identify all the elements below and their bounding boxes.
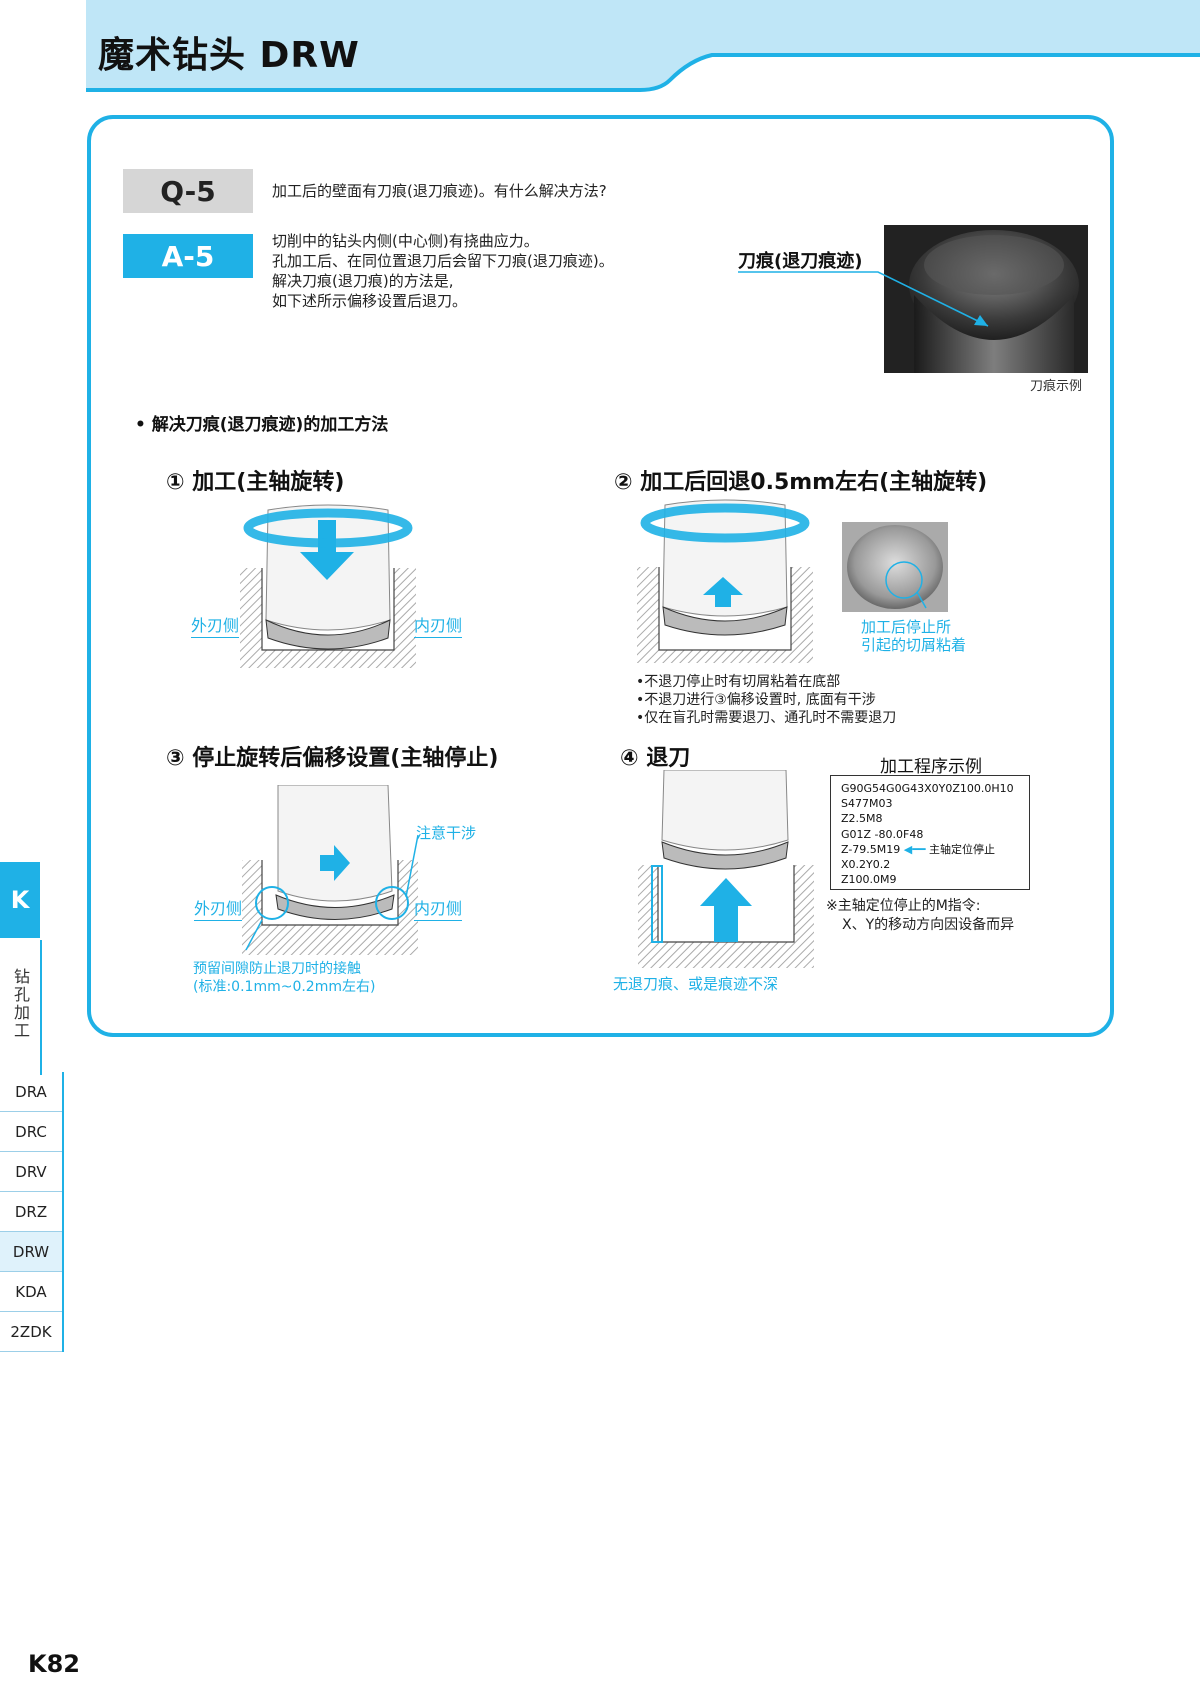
step-3-diagram (242, 785, 419, 955)
tool-mark-label: 刀痕(退刀痕迹) (738, 251, 863, 272)
program-note-line: ※主轴定位停止的M指令: (826, 898, 981, 914)
content-frame (87, 115, 1114, 1037)
step-3-outer-edge: 外刃侧 (194, 895, 243, 921)
answer-line: 如下述所示偏移设置后退刀。 (272, 292, 468, 310)
nav-item-dra[interactable]: DRA (0, 1072, 62, 1112)
program-line: Z-79.5M19 ◀━━ 主轴定位停止 (841, 842, 995, 856)
arrow-left-icon: ◀━━ (900, 842, 929, 856)
header-band (86, 0, 1200, 92)
nav-item-kda[interactable]: KDA (0, 1272, 62, 1312)
step-1-title: ① 加工(主轴旋转) (166, 470, 345, 495)
step-1-diagram (240, 504, 416, 668)
nav-item-drv[interactable]: DRV (0, 1152, 62, 1192)
answer-line: 解决刀痕(退刀痕)的方法是, (272, 272, 454, 290)
tool-mark-photo (884, 225, 1088, 373)
step-3-inner-edge: 内刃侧 (414, 895, 463, 921)
program-note-line: X、Y的移动方向因设备而异 (842, 917, 1015, 933)
step-1-inner-edge: 内刃侧 (414, 612, 463, 638)
clearance-note-1: 预留间隙防止退刀时的接触 (193, 961, 361, 977)
category-tab (0, 940, 42, 1075)
section-tab-k[interactable]: K (0, 862, 40, 938)
chip-caption-2: 引起的切屑粘着 (861, 636, 967, 654)
product-nav: DRA DRC DRV DRZ DRW KDA 2ZDK (0, 1072, 64, 1352)
program-callout: 主轴定位停止 (929, 842, 995, 856)
caution-label: 注意干涉 (416, 824, 477, 842)
answer-line: 切削中的钻头内侧(中心侧)有挠曲应力。 (272, 232, 539, 250)
answer-label: A-5 (123, 234, 253, 278)
step-2-diagram (637, 499, 813, 663)
program-listing: G90G54G0G43X0Y0Z100.0H10 S477M03 Z2.5M8 … (830, 775, 1030, 890)
step-3-title: ③ 停止旋转后偏移设置(主轴停止) (166, 746, 499, 771)
program-line: S477M03 (841, 797, 893, 811)
answer-line: 孔加工后、在同位置退刀后会留下刀痕(退刀痕迹)。 (272, 252, 614, 270)
program-line: Z2.5M8 (841, 812, 883, 826)
section-heading: • 解决刀痕(退刀痕迹)的加工方法 (135, 415, 389, 435)
step-2-notes: •不退刀停止时有切屑粘着在底部 •不退刀进行③偏移设置时, 底面有干涉 •仅在盲… (636, 673, 896, 727)
program-line: Z100.0M9 (841, 873, 897, 887)
chip-caption-1: 加工后停止所 (861, 618, 952, 636)
step-4-result: 无退刀痕、或是痕迹不深 (613, 975, 779, 993)
program-title: 加工程序示例 (880, 757, 982, 777)
answer-text: 切削中的钻头内侧(中心侧)有挠曲应力。 孔加工后、在同位置退刀后会留下刀痕(退刀… (272, 231, 614, 311)
page-title: 魔术钻头 DRW (98, 35, 360, 76)
note-line: •仅在盲孔时需要退刀、通孔时不需要退刀 (636, 710, 897, 726)
nav-item-drc[interactable]: DRC (0, 1112, 62, 1152)
question-text: 加工后的壁面有刀痕(退刀痕迹)。有什么解决方法? (272, 182, 607, 200)
nav-item-drw[interactable]: DRW (0, 1232, 62, 1272)
nav-item-drz[interactable]: DRZ (0, 1192, 62, 1232)
step-4-title: ④ 退刀 (620, 746, 691, 771)
page-number: K82 (28, 1650, 80, 1678)
program-note: ※主轴定位停止的M指令: X、Y的移动方向因设备而异 (826, 897, 1014, 935)
note-line: •不退刀停止时有切屑粘着在底部 (636, 674, 841, 690)
chip-adhesion-photo (842, 522, 948, 612)
program-line: G90G54G0G43X0Y0Z100.0H10 (841, 782, 1014, 795)
step-2-title: ② 加工后回退0.5mm左右(主轴旋转) (614, 470, 988, 495)
step-4-diagram (638, 770, 814, 968)
tool-mark-pointer (738, 271, 989, 327)
photo-caption: 刀痕示例 (1030, 379, 1083, 394)
clearance-note-2: (标准:0.1mm~0.2mm左右) (193, 979, 376, 995)
program-line: X0.2Y0.2 (841, 858, 891, 872)
question-label: Q-5 (123, 169, 253, 213)
nav-item-2zdk[interactable]: 2ZDK (0, 1312, 62, 1352)
step-1-outer-edge: 外刃侧 (191, 612, 240, 638)
category-label: 钻孔加工 (14, 967, 31, 1040)
program-line: G01Z -80.0F48 (841, 827, 924, 841)
note-line: •不退刀进行③偏移设置时, 底面有干涉 (636, 692, 876, 708)
